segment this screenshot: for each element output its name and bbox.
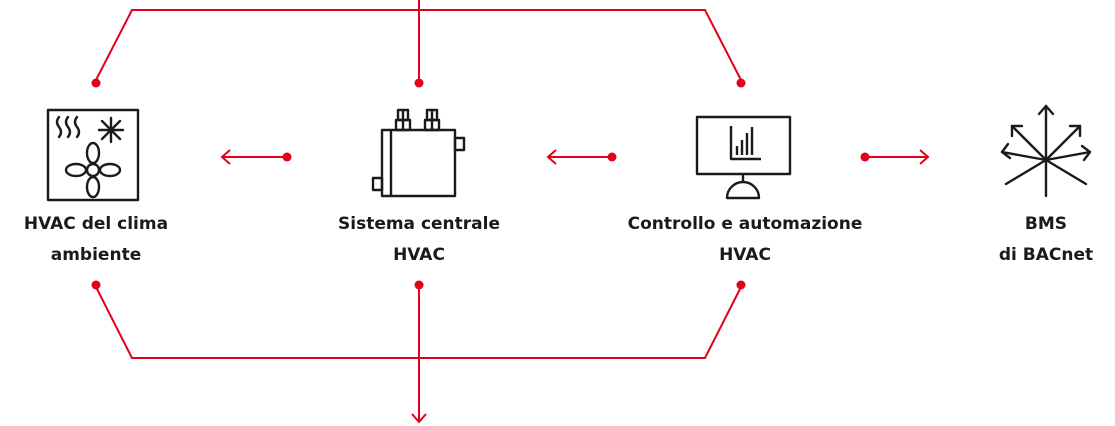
climate-fan-icon: [46, 108, 140, 202]
label-line: Controllo e automazione: [627, 214, 863, 234]
label-bms: BMS di BACnet: [999, 209, 1093, 271]
label-room-hvac: HVAC del clima ambiente: [24, 209, 168, 271]
label-line: di BACnet: [998, 245, 1094, 265]
top-connector-dots: [91, 78, 746, 88]
central-unit-icon: [371, 108, 466, 198]
arrow-control-to-bms: [860, 149, 930, 165]
label-line: HVAC: [719, 245, 771, 265]
label-control-automation: Controllo e automazione HVAC: [628, 209, 863, 271]
label-line: BMS: [1024, 214, 1068, 234]
label-line: Sistema centrale: [338, 214, 500, 234]
label-central-hvac: Sistema centrale HVAC: [338, 209, 500, 271]
label-line: HVAC del clima: [23, 214, 169, 234]
bottom-connector: [95, 286, 742, 424]
top-connector: [95, 0, 742, 81]
arrow-central-to-room: [220, 149, 292, 165]
network-arrows-icon: [1000, 104, 1092, 198]
label-line: ambiente: [50, 245, 142, 265]
arrow-control-to-central: [546, 149, 617, 165]
bottom-connector-dots: [91, 280, 746, 290]
monitor-chart-icon: [695, 115, 792, 200]
label-line: HVAC: [393, 245, 445, 265]
